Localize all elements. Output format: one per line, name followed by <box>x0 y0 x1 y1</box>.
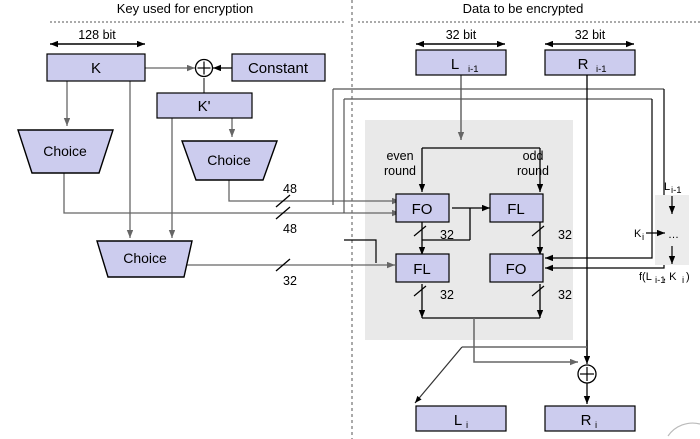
choice-box-3[interactable]: Choice <box>96 240 193 278</box>
dim-left-data-width: 32 bit <box>416 28 505 48</box>
fl-even-label: FL <box>413 261 431 278</box>
right-input-box[interactable]: R i-1 <box>544 49 636 76</box>
right-output-label: R <box>581 412 592 429</box>
slash-48-top <box>275 194 291 208</box>
right-input-label: R <box>578 56 589 73</box>
dim-key-width: 128 bit <box>50 28 145 48</box>
constant-box[interactable]: Constant <box>231 53 326 82</box>
choice-box-1-label: Choice <box>43 143 87 159</box>
slash-fl-odd-out <box>531 225 545 237</box>
dim-left-data-label: 32 bit <box>446 28 477 42</box>
slash-48-bottom <box>275 206 291 220</box>
legend-output-sub1: i-1 <box>655 275 666 286</box>
label-even-round-1: even <box>386 149 413 163</box>
stub-key32-to-fl-even <box>344 239 377 263</box>
key-box[interactable]: K <box>46 53 146 82</box>
right-input-sub: i-1 <box>596 64 607 75</box>
choice-box-3-label: Choice <box>123 250 167 266</box>
label-32-fo-even: 32 <box>440 228 454 242</box>
left-input-box[interactable]: L i-1 <box>415 49 507 76</box>
label-32-fl-odd: 32 <box>558 228 572 242</box>
wire-f-out-to-xor <box>473 318 578 366</box>
fo-odd-label: FO <box>506 261 527 278</box>
fl-odd-box[interactable]: FL <box>489 193 544 223</box>
fl-odd-label: FL <box>507 201 525 218</box>
fo-even-label: FO <box>412 201 433 218</box>
slash-32-key <box>275 258 291 272</box>
label-32-fl-even: 32 <box>440 288 454 302</box>
legend-output-suffix: ) <box>686 271 690 283</box>
fo-even-box[interactable]: FO <box>395 193 450 223</box>
left-output-box[interactable]: L i <box>415 405 507 432</box>
left-input-sub: i-1 <box>468 64 479 75</box>
right-output-sub: i <box>595 420 597 431</box>
header-key-side: Key used for encryption <box>117 1 254 16</box>
label-32-key: 32 <box>283 274 297 288</box>
key-box-label: K <box>91 60 101 77</box>
slash-fo-even-out <box>413 225 427 237</box>
choice-box-1[interactable]: Choice <box>17 129 114 174</box>
slash-fo-odd-out <box>531 285 545 297</box>
wire-choice2-to-fo-even <box>228 180 400 205</box>
label-odd-round-2: round <box>517 164 549 178</box>
choice-box-2-label: Choice <box>207 152 251 168</box>
slash-fl-even-out <box>413 285 427 297</box>
label-48-top: 48 <box>283 182 297 196</box>
legend-key-label: K <box>634 228 642 240</box>
legend-output-prefix: f(L <box>639 271 652 283</box>
legend-output-mid: , K <box>663 271 677 283</box>
header-data-side: Data to be encrypted <box>463 1 584 16</box>
constant-box-label: Constant <box>248 60 309 77</box>
label-48-bottom: 48 <box>283 222 297 236</box>
left-output-label: L <box>454 412 462 429</box>
label-odd-round-1: odd <box>523 149 544 163</box>
legend-output-expr: f(L i-1 , K i ) <box>639 271 690 286</box>
kprime-box-label: K' <box>198 98 211 115</box>
dim-key-label: 128 bit <box>78 28 116 42</box>
left-input-label: L <box>451 56 459 73</box>
rail-outer-to-fo-odd <box>545 89 665 272</box>
dim-right-data-label: 32 bit <box>575 28 606 42</box>
xor-data-gate <box>577 364 597 384</box>
wire-cross-to-li <box>414 346 463 404</box>
legend-input-sub: i-1 <box>671 185 682 196</box>
kprime-box[interactable]: K' <box>156 92 253 119</box>
left-output-sub: i <box>466 420 468 431</box>
corner-arc <box>667 422 700 437</box>
legend-body-label: … <box>668 229 679 241</box>
label-32-fo-odd: 32 <box>558 288 572 302</box>
right-output-box[interactable]: R i <box>544 405 636 432</box>
xor-key-gate <box>194 58 214 78</box>
choice-box-2[interactable]: Choice <box>181 140 278 181</box>
legend-input-label: L <box>664 181 670 193</box>
label-even-round-2: round <box>384 164 416 178</box>
legend-output-sub2: i <box>682 275 684 286</box>
dim-right-data-width: 32 bit <box>545 28 634 48</box>
wire-choice1-to-fo-even-2 <box>63 173 400 217</box>
rail-inner-to-fo-odd <box>545 99 653 262</box>
fl-even-box[interactable]: FL <box>395 253 450 283</box>
legend-key-sub: i <box>642 232 644 243</box>
fo-odd-box[interactable]: FO <box>489 253 544 283</box>
